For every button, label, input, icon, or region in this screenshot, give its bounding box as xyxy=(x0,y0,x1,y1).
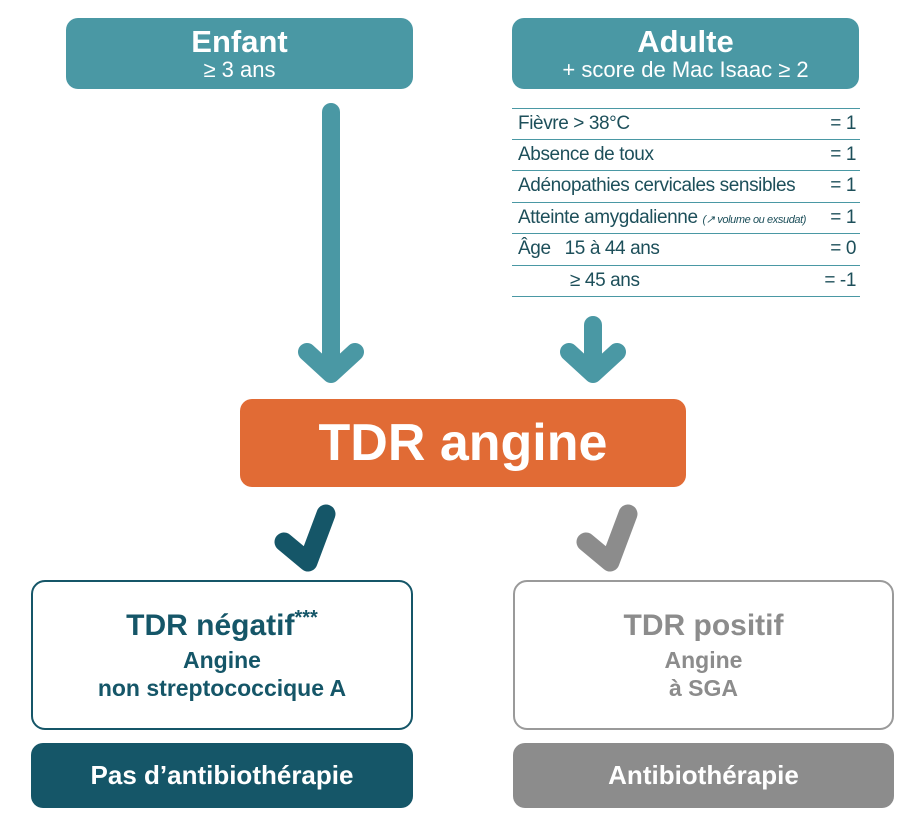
enfant-title: Enfant xyxy=(191,23,288,59)
score-value: = 1 xyxy=(830,112,856,134)
positif-outcome: Antibiothérapie xyxy=(608,760,799,790)
negatif-outcome: Pas d’antibiothérapie xyxy=(90,760,354,790)
positif-line2: à SGA xyxy=(668,675,739,701)
footnote-stars: *** xyxy=(294,607,318,629)
score-row-amygdalienne: Atteinte amygdalienne (↗ volume ou exsud… xyxy=(512,203,860,234)
negatif-line1: Angine xyxy=(183,647,261,673)
tdr-negatif-box: TDR négatif*** Angine non streptococciqu… xyxy=(31,580,413,730)
score-row-age-15-44: Âge 15 à 44 ans = 0 xyxy=(512,234,860,266)
score-range: ≥ 45 ans xyxy=(570,269,640,291)
score-range: 15 à 44 ans xyxy=(564,238,660,260)
tdr-angine-label: TDR angine xyxy=(318,414,608,472)
mac-isaac-score-table: Fièvre > 38°C = 1 Absence de toux = 1 Ad… xyxy=(512,108,860,297)
arrow-tdr-to-positif xyxy=(576,504,638,572)
score-note: (↗ volume ou exsudat) xyxy=(702,213,807,226)
tdr-positif-title: TDR positif xyxy=(623,609,784,642)
positif-line1: Angine xyxy=(664,647,743,673)
tdr-positif-box: TDR positif Angine à SGA xyxy=(513,580,894,730)
adulte-subtitle: + score de Mac Isaac ≥ 2 xyxy=(562,56,809,82)
pas-antibiotherapie-box: Pas d’antibiothérapie xyxy=(31,743,413,808)
tdr-angine-box: TDR angine xyxy=(240,399,686,487)
score-label: Âge xyxy=(518,238,551,260)
enfant-subtitle: ≥ 3 ans xyxy=(203,56,276,82)
score-label: Absence de toux xyxy=(518,143,654,165)
score-label: Atteinte amygdalienne xyxy=(518,206,698,228)
arrow-adulte-to-tdr xyxy=(560,316,626,383)
score-value: = -1 xyxy=(824,269,856,291)
adulte-title: Adulte xyxy=(637,23,734,59)
score-value: = 1 xyxy=(830,143,856,165)
tdr-negatif-title: TDR négatif xyxy=(126,609,295,642)
score-label: Fièvre > 38°C xyxy=(518,112,630,134)
score-row-age-45: ≥ 45 ans = -1 xyxy=(512,266,860,297)
antibiotherapie-box: Antibiothérapie xyxy=(513,743,894,808)
arrow-tdr-to-negatif xyxy=(274,504,336,572)
negatif-line2: non streptococcique A xyxy=(97,675,347,701)
score-value: = 1 xyxy=(830,206,856,228)
adulte-box: Adulte + score de Mac Isaac ≥ 2 xyxy=(512,18,859,89)
score-value: = 0 xyxy=(830,238,856,260)
arrow-enfant-to-tdr xyxy=(298,103,364,383)
enfant-box: Enfant ≥ 3 ans xyxy=(66,18,413,89)
score-value: = 1 xyxy=(830,175,856,197)
score-row-adenopathies: Adénopathies cervicales sensibles = 1 xyxy=(512,171,860,203)
score-row-toux: Absence de toux = 1 xyxy=(512,140,860,171)
score-label: Adénopathies cervicales sensibles xyxy=(518,175,796,197)
score-row-fievre: Fièvre > 38°C = 1 xyxy=(512,108,860,140)
